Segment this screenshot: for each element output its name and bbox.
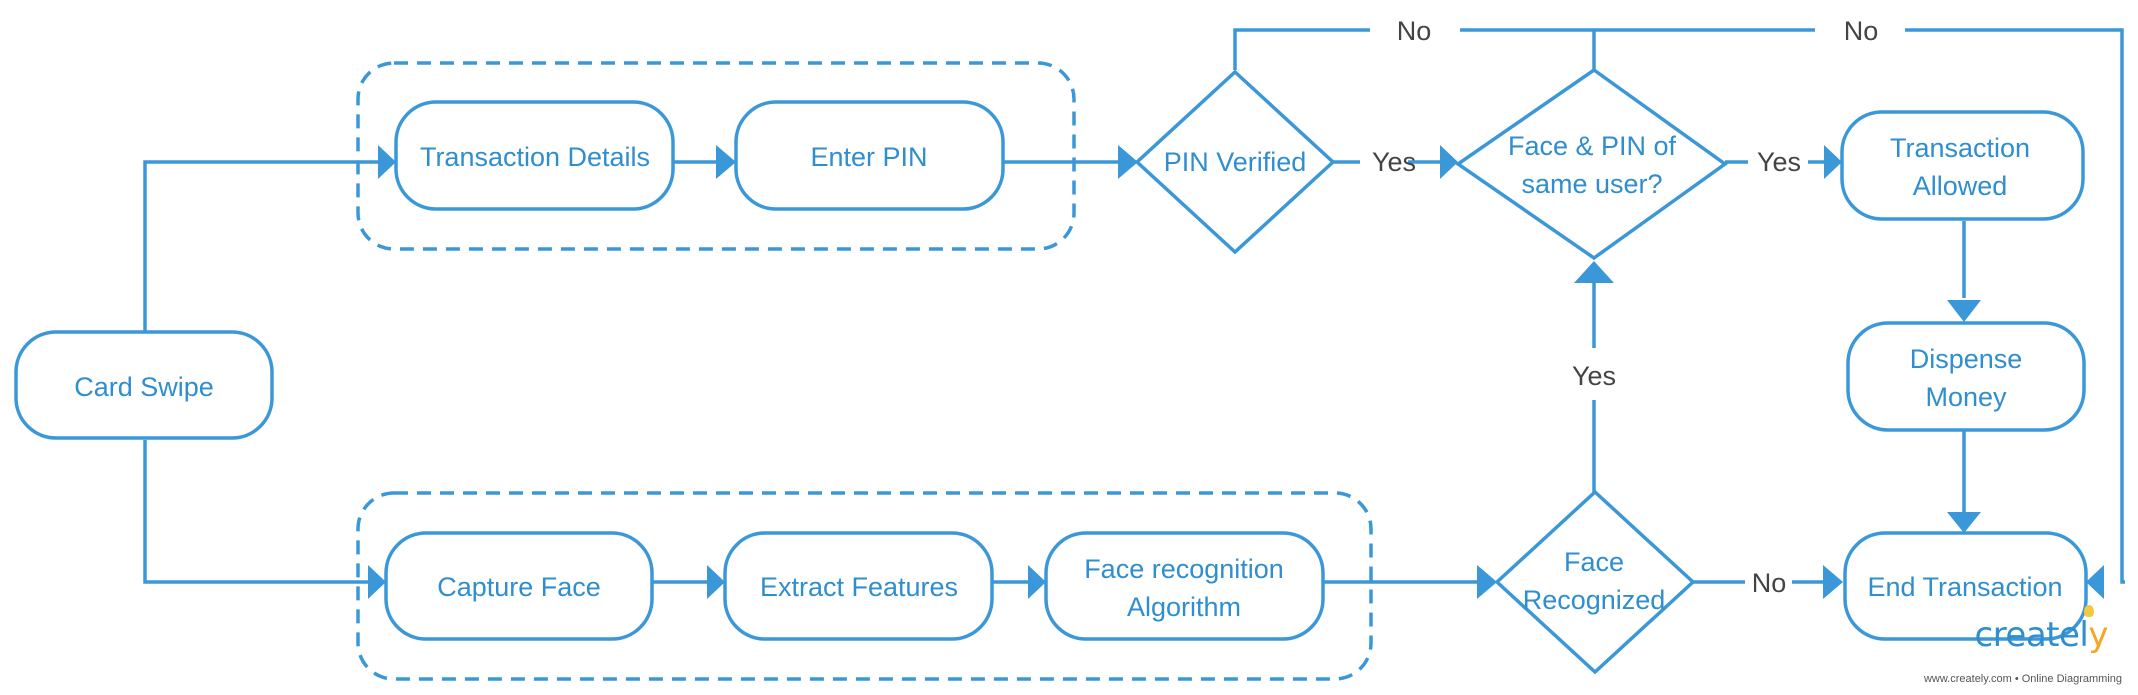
arrowhead-end-from-face (1823, 565, 1843, 599)
edge-match-no-right (1905, 28, 2125, 584)
arrowhead-capture-face (368, 565, 386, 599)
logo-tagline: www.creately.com • Online Diagramming (1923, 673, 2122, 685)
node-face-pin-same-user-line2: same user? (1521, 169, 1662, 199)
logo-wordmark: creately (1974, 615, 2109, 655)
node-pin-verified[interactable]: PIN Verified (1134, 69, 1336, 255)
node-end-transaction-label: End Transaction (1867, 572, 2062, 602)
edge-label-face-yes: Yes (1572, 361, 1616, 391)
arrowhead-match-from-face (1574, 261, 1614, 283)
edge-card-to-capture-face (143, 440, 370, 584)
node-transaction-allowed[interactable]: Transaction Allowed (1840, 110, 2085, 221)
node-enter-pin-label: Enter PIN (810, 142, 927, 172)
edge-label-match-no: No (1844, 16, 1879, 46)
node-extract-features-label: Extract Features (760, 572, 958, 602)
node-capture-face[interactable]: Capture Face (384, 531, 654, 641)
arrowhead-end-from-dispense (1947, 512, 1981, 533)
node-dispense-money-line2: Money (1925, 382, 2007, 412)
node-end-transaction[interactable]: End Transaction (1843, 531, 2088, 641)
node-card-swipe[interactable]: Card Swipe (14, 330, 274, 440)
arrowhead-transaction-details (378, 145, 396, 179)
edge-labels: No No Yes Yes Yes No (1372, 16, 1878, 598)
edge-pin-verified-no-left (1233, 28, 1370, 70)
arrowhead-algorithm (1028, 565, 1046, 599)
node-face-recognized[interactable]: Face Recognized (1494, 489, 1696, 675)
arrowhead-match-decision (1440, 145, 1458, 179)
node-face-recognized-line1: Face (1564, 547, 1624, 577)
node-face-pin-same-user[interactable]: Face & PIN of same user? (1454, 67, 1729, 261)
node-card-swipe-label: Card Swipe (74, 372, 214, 402)
node-face-recognition-algorithm-line2: Algorithm (1127, 592, 1241, 622)
node-transaction-details-label: Transaction Details (420, 142, 650, 172)
edge-label-match-yes: Yes (1757, 147, 1801, 177)
node-capture-face-label: Capture Face (437, 572, 601, 602)
node-enter-pin[interactable]: Enter PIN (734, 100, 1005, 211)
node-extract-features[interactable]: Extract Features (723, 531, 994, 641)
edge-card-to-transaction-details (143, 160, 380, 332)
node-transaction-allowed-line1: Transaction (1890, 133, 2030, 163)
arrowhead-face-recognized (1477, 565, 1497, 599)
face-process-group (356, 491, 1373, 681)
pin-process-group (356, 61, 1076, 251)
lightbulb-icon (2084, 605, 2094, 617)
node-face-pin-same-user-line1: Face & PIN of (1508, 131, 1677, 161)
node-transaction-allowed-line2: Allowed (1913, 171, 2008, 201)
node-face-recognition-algorithm[interactable]: Face recognition Algorithm (1044, 531, 1325, 641)
edge-label-pin-yes: Yes (1372, 147, 1416, 177)
arrowhead-pin-verified (1118, 145, 1138, 179)
node-face-recognition-algorithm-line1: Face recognition (1084, 554, 1284, 584)
node-face-recognized-line2: Recognized (1523, 585, 1666, 615)
edge-label-face-no: No (1752, 568, 1787, 598)
node-dispense-money-line1: Dispense (1910, 344, 2023, 374)
edge-label-pin-no: No (1397, 16, 1432, 46)
connectors (143, 28, 2125, 584)
node-transaction-details[interactable]: Transaction Details (394, 100, 675, 211)
arrowhead-enter-pin (716, 145, 736, 179)
node-dispense-money[interactable]: Dispense Money (1846, 321, 2086, 432)
arrowhead-dispense-money (1947, 300, 1981, 322)
arrowhead-transaction-allowed (1824, 145, 1842, 179)
creately-logo: creately www.creately.com • Online Diagr… (1884, 605, 2124, 685)
arrowheads (368, 145, 2104, 599)
arrowhead-extract-features (707, 565, 725, 599)
node-pin-verified-label: PIN Verified (1164, 147, 1307, 177)
arrowhead-end-from-right-loop (2086, 565, 2104, 599)
